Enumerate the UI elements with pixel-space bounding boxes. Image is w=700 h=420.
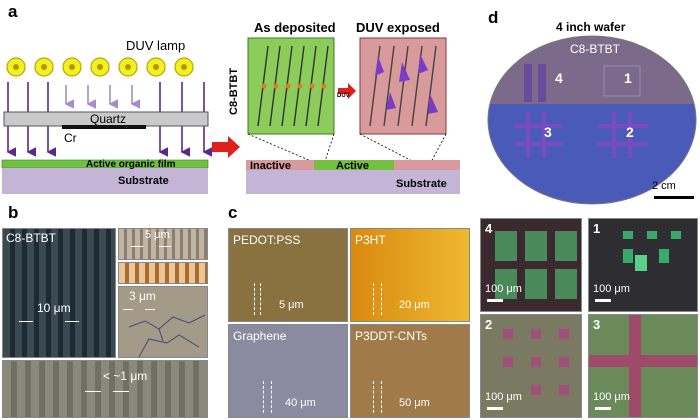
duv-damage-marks xyxy=(375,54,438,114)
dash-p3ht-1 xyxy=(373,283,374,315)
spacing-arrow-left xyxy=(19,321,33,322)
arrow-3um-right xyxy=(145,309,155,310)
tile-region-3: 3 100 μm xyxy=(588,314,698,418)
tile-scalebar-3 xyxy=(595,407,611,410)
tile-label-pedot: PEDOT:PSS xyxy=(233,233,301,247)
wafer-photo xyxy=(487,35,697,205)
arrow-3um-left xyxy=(123,309,133,310)
arrow-1um-left xyxy=(85,391,101,392)
spacing-label-1um: < ~1 μm xyxy=(103,369,148,383)
dash-pedot-2 xyxy=(260,283,261,315)
region-1-pattern xyxy=(603,65,641,97)
tile-id-1: 1 xyxy=(593,221,601,236)
wafer-region-1: 1 xyxy=(624,70,632,86)
micrograph-submicron: < ~1 μm xyxy=(2,360,208,418)
arrow-1um-right xyxy=(113,391,129,392)
panel-letter-b: b xyxy=(8,203,19,222)
spacing-p3ddt: 50 μm xyxy=(399,397,430,409)
duv-lamp-label: DUV lamp xyxy=(126,38,186,53)
tile-scale-4: 100 μm xyxy=(485,283,522,295)
dash-graphene-1 xyxy=(263,381,264,413)
dash-graphene-2 xyxy=(271,381,272,413)
active-region xyxy=(314,160,394,170)
small-red-arrow xyxy=(338,83,356,99)
wafer-title: 4 inch wafer xyxy=(556,20,626,34)
dash-p3ddt-1 xyxy=(373,381,374,413)
spacing-graphene: 40 μm xyxy=(285,397,316,409)
wafer-scale-bar xyxy=(654,196,694,199)
dash-pedot-1 xyxy=(254,283,255,315)
process-arrow-icon xyxy=(212,136,240,158)
tile-scale-2: 100 μm xyxy=(485,391,522,403)
tile-id-4: 4 xyxy=(485,221,493,236)
wafer-region-3: 3 xyxy=(544,124,552,140)
wafer-scale-label: 2 cm xyxy=(652,180,676,192)
spacing-pedot: 5 μm xyxy=(279,299,304,311)
spacing-label-10um: 10 μm xyxy=(37,301,71,315)
inactive-label: Inactive xyxy=(250,160,291,172)
uv-rays-blocked xyxy=(64,85,140,109)
zoom-strip xyxy=(118,262,208,284)
spacing-label-5um: 5 μm xyxy=(145,229,170,241)
substrate-label-right: Substrate xyxy=(396,178,447,190)
panel-letter-d: d xyxy=(488,8,499,27)
region-3-cross xyxy=(514,112,562,158)
inactive-region-right xyxy=(394,160,460,170)
region-2-cross xyxy=(598,112,648,158)
duv-exposed-label: DUV exposed xyxy=(356,20,440,35)
region-4-pattern xyxy=(524,64,546,102)
tile-p3ht: P3HT 20 μm xyxy=(350,228,470,322)
micrograph-label-c8: C8-BTBT xyxy=(6,231,57,245)
substrate-right xyxy=(246,170,460,194)
tile-scalebar-1 xyxy=(595,299,611,302)
duv-lamp-diagram xyxy=(1,57,212,194)
arrow-5um-left xyxy=(131,246,143,247)
tile-scale-3: 100 μm xyxy=(593,391,630,403)
tile-region-4: 4 100 μm xyxy=(480,218,582,312)
substrate-label: Substrate xyxy=(118,175,169,187)
molecule-cores-deposited xyxy=(261,83,327,89)
active-label: Active xyxy=(336,160,370,172)
as-deposited-label: As deposited xyxy=(254,20,336,35)
tile-p3ddt-cnts: P3DDT-CNTs 50 μm xyxy=(350,324,470,418)
micrograph-3um: 3 μm xyxy=(118,286,208,358)
inactive-region xyxy=(246,160,314,170)
tile-pedot-pss: PEDOT:PSS 5 μm xyxy=(228,228,348,322)
wafer-region-2: 2 xyxy=(626,124,634,140)
film-label: Active organic film xyxy=(86,159,176,170)
tile-label-p3ddt: P3DDT-CNTs xyxy=(355,329,428,343)
spacing-arrow-right xyxy=(65,321,79,322)
grain-boundaries xyxy=(128,314,206,357)
dash-p3ddt-2 xyxy=(381,381,382,413)
spacing-p3ht: 20 μm xyxy=(399,299,430,311)
cr-label: Cr xyxy=(64,131,77,145)
tile-id-3: 3 xyxy=(593,317,601,332)
tile-label-p3ht: P3HT xyxy=(355,233,386,247)
arrow-5um-right xyxy=(159,246,171,247)
wafer-region-4: 4 xyxy=(555,70,563,86)
tile-graphene: Graphene 40 μm xyxy=(228,324,348,418)
c8-btbt-micrograph: C8-BTBT 10 μm xyxy=(2,228,116,358)
micrograph-5um: 5 μm xyxy=(118,228,208,260)
tile-scale-1: 100 μm xyxy=(593,283,630,295)
tile-region-2: 2 100 μm xyxy=(480,314,582,418)
panel-letter-a: a xyxy=(8,2,18,21)
molecule-label: C8-BTBT xyxy=(228,67,240,115)
chrome-pattern xyxy=(62,125,146,129)
tile-scalebar-2 xyxy=(487,407,503,410)
tile-scalebar-4 xyxy=(487,299,503,302)
tile-region-1: 1 100 μm xyxy=(588,218,698,312)
tile-label-graphene: Graphene xyxy=(233,329,287,343)
quartz-label: Quartz xyxy=(90,112,127,126)
spacing-label-3um: 3 μm xyxy=(129,289,156,303)
dash-p3ht-2 xyxy=(381,283,382,315)
lamp-bulbs xyxy=(6,57,194,77)
molecular-schematic xyxy=(246,37,460,194)
tile-id-2: 2 xyxy=(485,317,493,332)
duv-small-label: DUV xyxy=(337,93,350,99)
panel-letter-c: c xyxy=(228,203,238,222)
wafer-material-label: C8-BTBT xyxy=(570,42,621,56)
substrate-left xyxy=(2,168,208,194)
